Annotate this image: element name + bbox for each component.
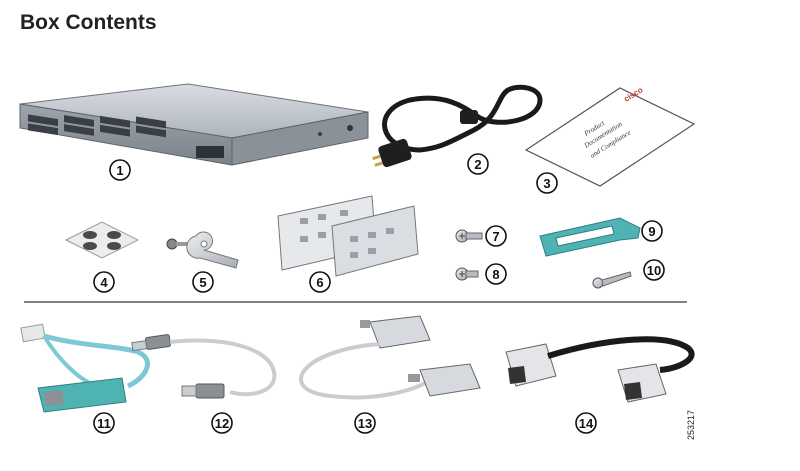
- item-usb-cable: 12: [131, 334, 277, 434]
- callout-11-circle: [93, 412, 115, 434]
- callout-13-circle: [354, 412, 376, 434]
- item-rubber-feet: 4: [64, 221, 140, 293]
- item-switch: 1: [19, 83, 369, 181]
- callout-10: 10: [647, 263, 661, 278]
- item-power-cord: 2: [372, 84, 543, 175]
- item-cable-guide: 9: [539, 217, 663, 257]
- callout-9: 9: [648, 224, 655, 239]
- callout-2: 2: [474, 157, 481, 172]
- callout-12: 12: [215, 416, 229, 431]
- item-console-cable: 11: [20, 323, 150, 434]
- callout-13: 13: [358, 416, 372, 431]
- callout-5: 5: [199, 275, 206, 290]
- callout-4-circle: [93, 271, 115, 293]
- callout-5-circle: [192, 271, 214, 293]
- callout-7-circle: [485, 225, 507, 247]
- item-bracket-screws: 7: [455, 225, 507, 247]
- item-ground-lug: 5: [166, 231, 239, 293]
- callout-14-circle: [575, 412, 597, 434]
- callout-6: 6: [316, 275, 323, 290]
- callout-9-circle: [641, 220, 663, 242]
- callout-3: 3: [543, 176, 550, 191]
- item-documentation: cisco Product Documentation and Complian…: [524, 85, 696, 194]
- item-data-cable: 13: [299, 315, 481, 434]
- item-stack-cable: 14: [505, 336, 695, 434]
- callout-6-circle: [309, 271, 331, 293]
- callout-8-circle: [485, 263, 507, 285]
- callout-2-circle: [467, 153, 489, 175]
- callout-10-circle: [643, 259, 665, 281]
- figure-id: 253217: [686, 410, 696, 440]
- page-title: Box Contents: [20, 11, 157, 34]
- callout-4: 4: [100, 275, 108, 290]
- callout-1-circle: [109, 159, 131, 181]
- callout-3-circle: [536, 172, 558, 194]
- callout-7: 7: [492, 229, 499, 244]
- callout-1: 1: [116, 163, 123, 178]
- callout-8: 8: [492, 267, 499, 282]
- callout-11: 11: [97, 416, 111, 431]
- item-cable-guide-screw: 10: [592, 259, 665, 289]
- item-rack-brackets: 6: [277, 195, 419, 293]
- callout-14: 14: [579, 416, 594, 431]
- item-rack-screws: 8: [455, 263, 507, 285]
- callout-12-circle: [211, 412, 233, 434]
